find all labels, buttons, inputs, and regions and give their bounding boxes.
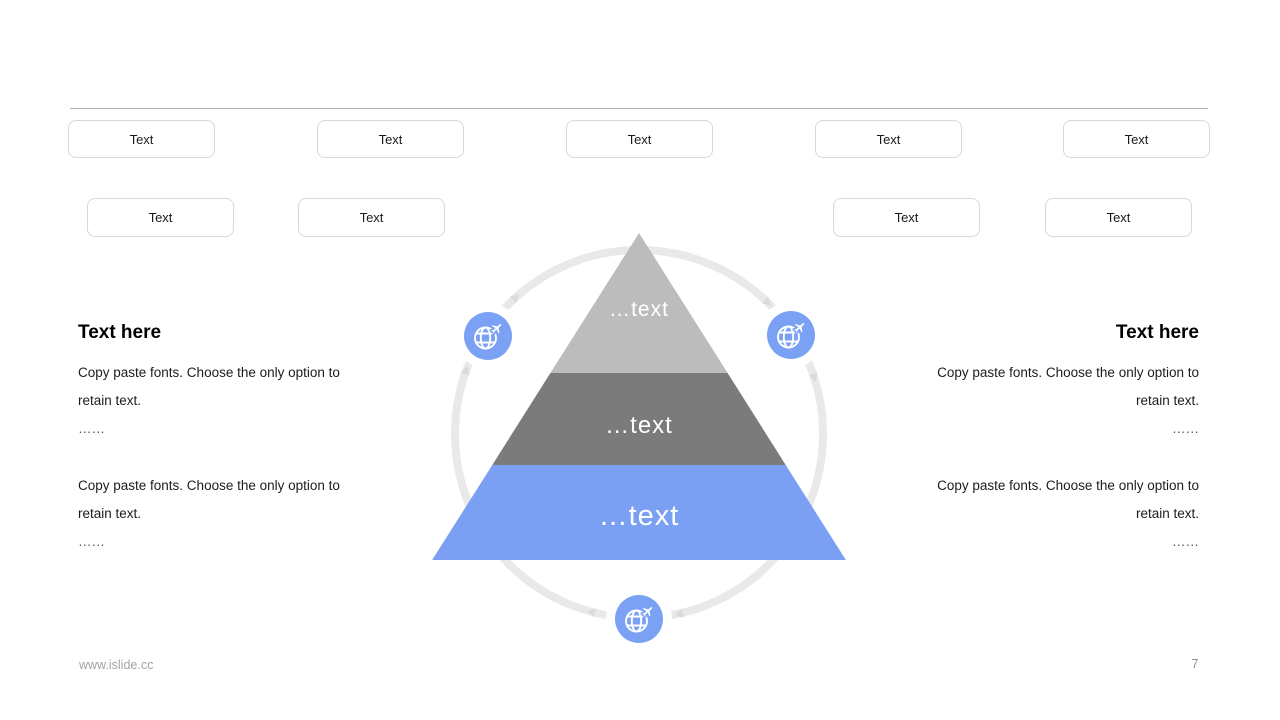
paragraph: Copy paste fonts. Choose the only option…	[937, 365, 1199, 436]
pyramid-diagram: …text …text …text	[420, 220, 860, 652]
pyramid-label-top: …text	[609, 298, 669, 321]
paragraph: Copy paste fonts. Choose the only option…	[78, 365, 340, 436]
pyramid-label-middle: …text	[605, 412, 673, 439]
pyramid-level-bottom	[432, 465, 846, 560]
text-box[interactable]: Text	[815, 120, 962, 158]
text-box[interactable]: Text	[1045, 198, 1192, 237]
text-box[interactable]: Text	[1063, 120, 1210, 158]
pyramid-level-top	[550, 233, 728, 373]
panel-heading: Text here	[1115, 322, 1199, 343]
panel-heading: Text here	[78, 322, 162, 343]
page-number: 7	[1191, 657, 1199, 671]
ring-arrowheads	[460, 294, 818, 618]
divider-line	[70, 108, 1208, 109]
globe-plane-icon	[464, 312, 512, 360]
pyramid-svg: …text …text …text	[432, 233, 846, 652]
text-box[interactable]: Text	[298, 198, 445, 237]
text-box[interactable]: Text	[566, 120, 713, 158]
pyramid-label-bottom: …text	[599, 500, 680, 532]
text-box[interactable]: Text	[87, 198, 234, 237]
right-text-panel: Text here Copy paste fonts. Choose the o…	[899, 322, 1199, 556]
text-box[interactable]: Text	[317, 120, 464, 158]
paragraph: Copy paste fonts. Choose the only option…	[937, 478, 1199, 549]
footer-website-link[interactable]: www.islide.cc	[79, 658, 154, 672]
globe-plane-icon	[615, 595, 663, 643]
left-text-panel: Text here Copy paste fonts. Choose the o…	[78, 322, 378, 556]
text-box[interactable]: Text	[833, 198, 980, 237]
text-box[interactable]: Text	[68, 120, 215, 158]
pyramid-level-middle	[492, 373, 786, 465]
paragraph: Copy paste fonts. Choose the only option…	[78, 478, 340, 549]
globe-plane-icon	[767, 311, 815, 359]
